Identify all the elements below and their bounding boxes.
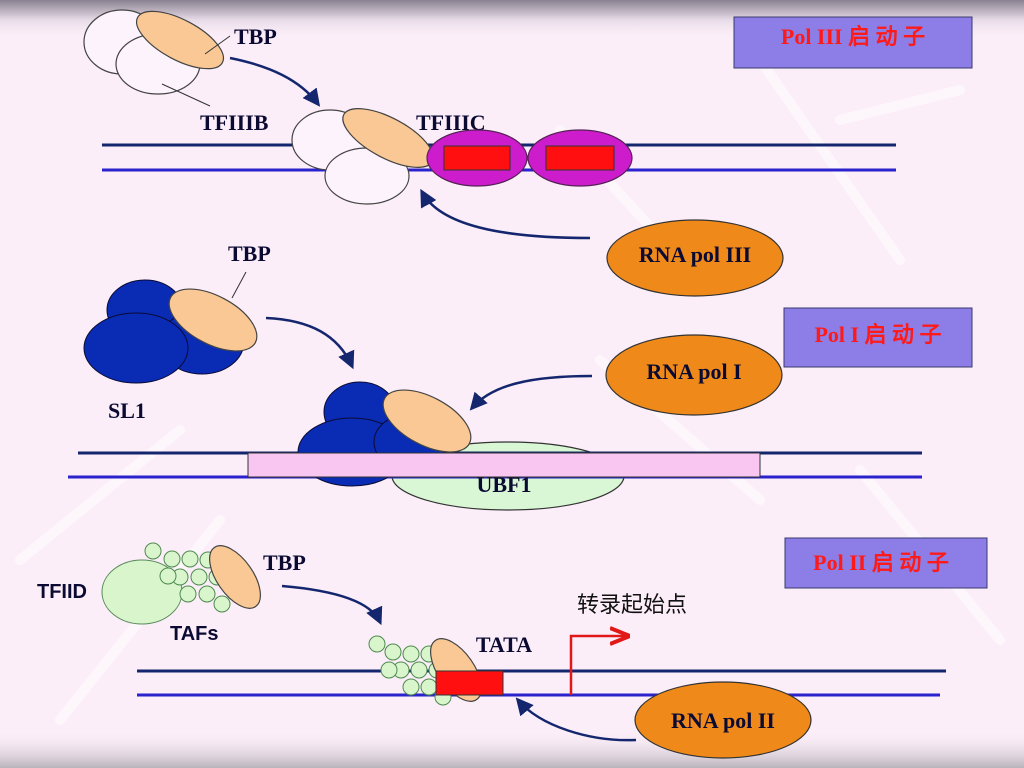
- tfiiib-complex-bound: [291, 108, 434, 205]
- rna-pol2-arrow: [515, 697, 637, 742]
- tfiid-label: TFIID: [37, 581, 87, 603]
- rna-pol1-label: RNA pol I: [646, 359, 741, 384]
- promoter-element-b: [545, 145, 615, 171]
- tfiid-arrow: [281, 584, 383, 626]
- promoter-element-a: [443, 145, 511, 171]
- rna-pol1-arrow: [469, 374, 593, 411]
- tafs-label: TAFs: [170, 623, 219, 645]
- rdna-promoter-region: [247, 452, 761, 478]
- ubf1-label: UBF1: [477, 472, 532, 497]
- tbp-arrow: [229, 56, 321, 107]
- tfiiib-complex-free: [83, 9, 231, 107]
- tata-box: [435, 670, 504, 696]
- tbp-protein: [209, 545, 261, 609]
- sl1-subunit: [83, 312, 189, 384]
- rna-pol3-arrow: [420, 188, 591, 240]
- pol3-tbp-label: TBP: [234, 24, 277, 49]
- tfiiib-label: TFIIIB: [200, 110, 269, 135]
- pol1-title-box: [783, 307, 973, 368]
- rna-pol3: [606, 219, 784, 297]
- sl1-complex-free: [83, 279, 258, 384]
- tbp-protein: [168, 288, 258, 352]
- pol3-title: Pol III 启 动 子: [781, 24, 925, 49]
- pol1-tbp-label: TBP: [228, 241, 271, 266]
- pol2-title: Pol II 启 动 子: [813, 550, 949, 575]
- tbp-protein: [135, 10, 225, 70]
- tss-arrow: [569, 636, 628, 695]
- tss-label: 转录起始点: [577, 593, 687, 618]
- tata-label: TATA: [476, 632, 532, 657]
- bottom-shade: [0, 730, 1024, 768]
- tfiid-complex-free: [101, 542, 261, 625]
- pol2-tbp-label: TBP: [263, 550, 306, 575]
- pol1-tbp-pointer: [231, 271, 247, 299]
- pol2-section: Pol II 启 动 子 TFIID TAFs TBP: [37, 537, 988, 759]
- pol1-title: Pol I 启 动 子: [814, 322, 941, 347]
- pol2-title-box: [784, 537, 988, 589]
- tbp-pointer: [204, 35, 231, 55]
- tbp-protein: [382, 389, 472, 453]
- tfiiib-pointer: [161, 83, 211, 107]
- sl1-arrow: [265, 316, 355, 370]
- rna-pol1: [605, 334, 783, 416]
- pol1-section: Pol I 启 动 子 TBP SL1 UBF1 RNA po: [68, 241, 973, 511]
- rna-pol2-label: RNA pol II: [671, 708, 775, 733]
- rna-pol2: [634, 681, 812, 759]
- pol3-section: Pol III 启 动 子 TBP TFIIIB TFIIIC R: [83, 9, 973, 297]
- sl1-label: SL1: [108, 398, 146, 423]
- pol3-title-box: [733, 16, 973, 69]
- rna-pol3-label: RNA pol III: [639, 242, 751, 267]
- taf-cluster: [144, 542, 231, 613]
